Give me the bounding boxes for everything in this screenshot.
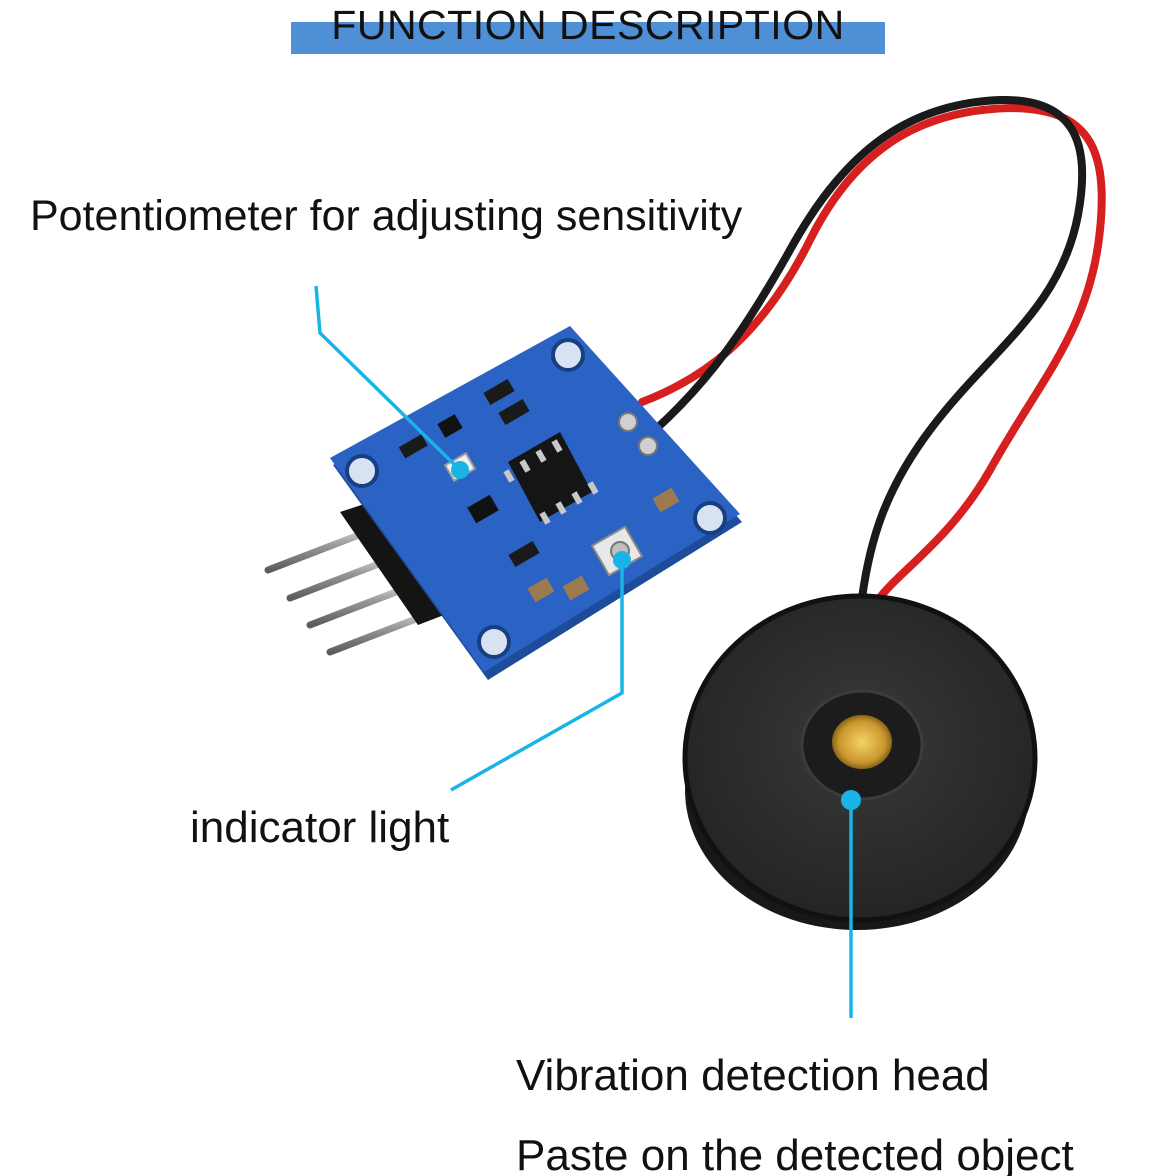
ic-chip <box>508 432 592 522</box>
capacitor-c2 <box>652 487 680 513</box>
resistor-r5 <box>508 540 540 568</box>
paste-instruction-label: Paste on the detected object <box>516 1131 1074 1176</box>
resistor-r2 <box>498 398 530 426</box>
potentiometer-pointer-line <box>314 285 462 472</box>
vibration-head-label: Vibration detection head <box>516 1051 990 1100</box>
sensor-wires <box>638 95 1106 604</box>
transistor <box>437 414 463 438</box>
page-title: FUNCTION DESCRIPTION <box>331 2 845 48</box>
mount-hole <box>551 338 585 372</box>
capacitor-c1 <box>527 577 555 603</box>
resistor-r4 <box>398 434 428 459</box>
capacitor-c3 <box>562 575 590 601</box>
terminal-pad-minus <box>638 436 658 456</box>
indicator-pointer-line <box>450 558 624 792</box>
diode-d1 <box>467 494 499 524</box>
vibration-dot <box>841 790 861 810</box>
mount-hole <box>693 501 727 535</box>
pointer-dots <box>451 461 861 810</box>
pointer-lines <box>314 285 853 1018</box>
black-wire <box>651 95 1087 602</box>
terminal-pad-plus <box>618 412 638 432</box>
piezo-sensor <box>682 593 1038 930</box>
resistor-r3 <box>483 378 515 406</box>
title-bar <box>291 22 885 54</box>
potentiometer-dot <box>451 461 469 479</box>
indicator-light-label: indicator light <box>190 803 450 852</box>
piezo-rim <box>682 593 1038 923</box>
indicator-dot <box>613 551 631 569</box>
red-wire <box>638 103 1106 604</box>
piezo-brass-center <box>832 715 892 769</box>
mount-hole <box>477 625 511 659</box>
mount-hole <box>345 454 379 488</box>
potentiometer-label: Potentiometer for adjusting sensitivity <box>30 192 743 240</box>
sensor-pcb <box>330 326 742 680</box>
